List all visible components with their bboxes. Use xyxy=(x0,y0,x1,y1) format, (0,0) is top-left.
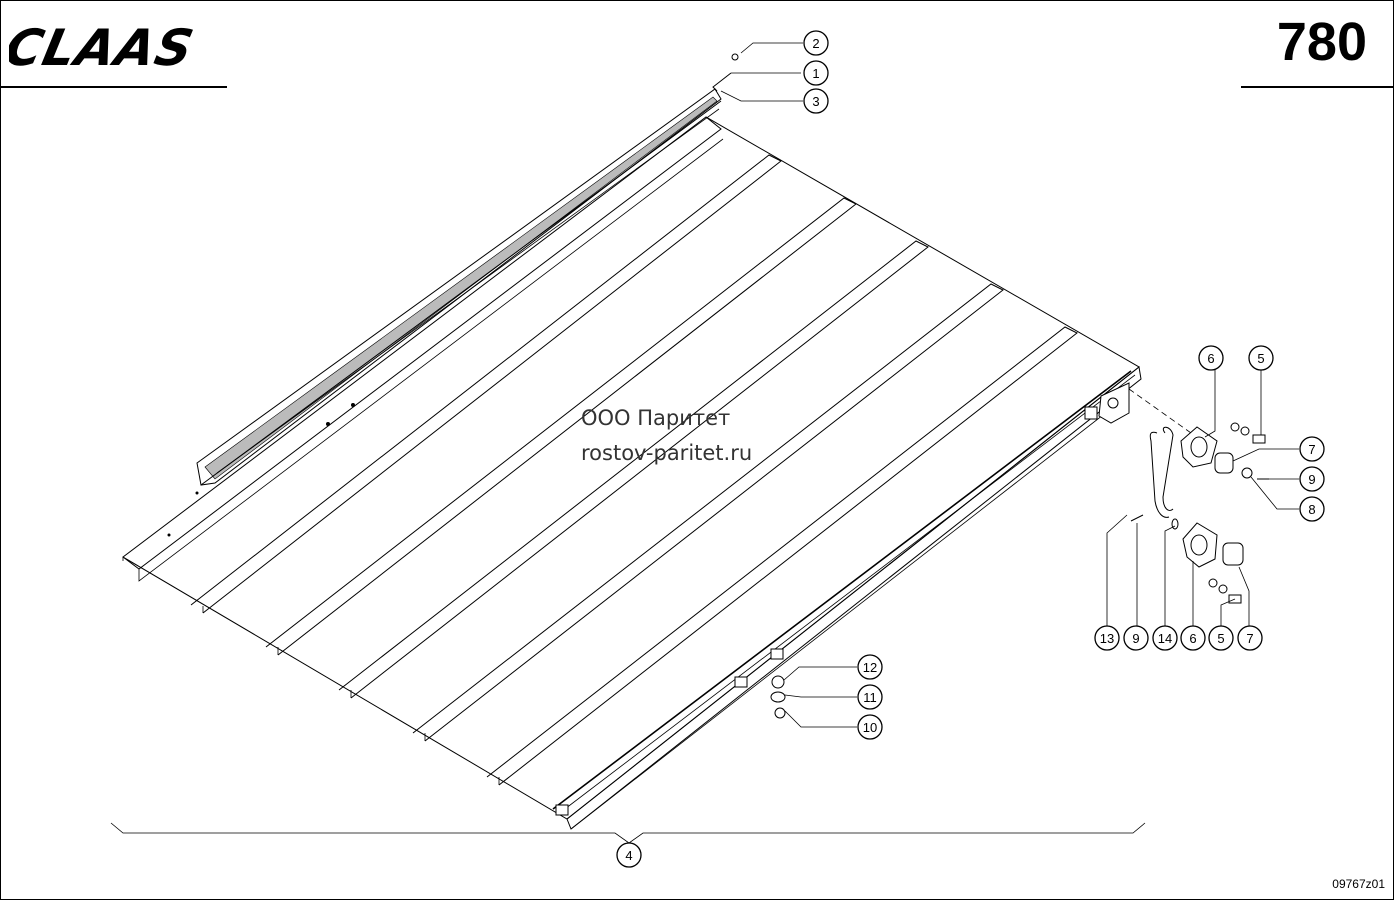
rail-mounts xyxy=(555,382,1130,816)
watermark-company: ООО Паритет xyxy=(581,406,731,430)
part-10 xyxy=(774,707,786,719)
svg-text:12: 12 xyxy=(863,660,877,675)
svg-text:9: 9 xyxy=(1132,631,1139,646)
svg-text:3: 3 xyxy=(812,94,819,109)
callout-10: 10 xyxy=(857,714,883,740)
callout-5-upper: 5 xyxy=(1248,345,1274,371)
panel-steps xyxy=(190,154,1078,786)
brace-part-4 xyxy=(110,822,1146,844)
svg-text:9: 9 xyxy=(1308,472,1315,487)
rod-13 xyxy=(1149,431,1170,518)
svg-text:6: 6 xyxy=(1207,351,1214,366)
svg-text:10: 10 xyxy=(863,720,877,735)
bushing-lower xyxy=(1222,542,1244,566)
grain-pan-panel xyxy=(122,116,1142,830)
callout-5-lower: 5 xyxy=(1208,625,1234,651)
svg-text:7: 7 xyxy=(1308,442,1315,457)
svg-text:13: 13 xyxy=(1100,631,1114,646)
panel-right-channel xyxy=(552,370,1132,810)
header-rule-left xyxy=(1,86,227,88)
step-2 xyxy=(265,197,857,656)
panel-left-rail-edge xyxy=(138,138,724,582)
callout-6-lower: 6 xyxy=(1180,625,1206,651)
callout-7-lower: 7 xyxy=(1237,625,1263,651)
part-12 xyxy=(771,675,785,689)
callout-4: 4 xyxy=(616,842,642,868)
svg-text:8: 8 xyxy=(1308,502,1315,517)
sieve-strip-mesh xyxy=(204,96,718,480)
callout-6-upper: 6 xyxy=(1198,345,1224,371)
callout-14: 14 xyxy=(1152,625,1178,651)
panel-left-rail xyxy=(122,116,722,570)
step-3 xyxy=(338,240,929,699)
watermark: ООО Паритет rostov-paritet.ru xyxy=(581,401,752,471)
callout-8: 8 xyxy=(1299,496,1325,522)
callout-7-upper: 7 xyxy=(1299,436,1325,462)
callout-3: 3 xyxy=(803,88,829,114)
svg-text:4: 4 xyxy=(625,848,632,863)
panel-right-rail xyxy=(566,366,1142,830)
svg-text:5: 5 xyxy=(1257,351,1264,366)
part-11 xyxy=(770,691,786,703)
washer-14 xyxy=(1171,518,1179,530)
ring-8 xyxy=(1241,467,1253,479)
callout-12: 12 xyxy=(857,654,883,680)
svg-text:6: 6 xyxy=(1189,631,1196,646)
callouts: 2 1 3 6 5 7 9 xyxy=(616,30,1325,868)
callout-9-lower: 9 xyxy=(1123,625,1149,651)
brand-logo-text: CLAAS xyxy=(9,19,199,77)
claas-logo: CLAAS xyxy=(9,19,199,77)
svg-text:7: 7 xyxy=(1246,631,1253,646)
svg-text:1: 1 xyxy=(812,66,819,81)
watermark-website: rostov-paritet.ru xyxy=(581,441,753,465)
step-1 xyxy=(190,154,782,614)
page-number: 780 xyxy=(1276,12,1367,72)
drawing-number: 09767z01 xyxy=(1332,877,1385,891)
sieve-strip xyxy=(167,53,739,537)
bolt-upper xyxy=(1252,434,1266,444)
step-5 xyxy=(486,326,1078,786)
svg-text:2: 2 xyxy=(812,36,819,51)
callout-11: 11 xyxy=(857,684,883,710)
header-rule-right xyxy=(1241,86,1393,88)
fastener-1 xyxy=(712,72,732,92)
svg-text:11: 11 xyxy=(863,690,877,705)
pin-9-lower xyxy=(1130,514,1144,522)
callout-2: 2 xyxy=(803,30,829,56)
svg-text:14: 14 xyxy=(1158,631,1172,646)
svg-text:5: 5 xyxy=(1217,631,1224,646)
bushing-upper xyxy=(1214,452,1234,474)
step-4 xyxy=(412,283,1004,742)
callout-9-upper: 9 xyxy=(1299,466,1325,492)
callout-1: 1 xyxy=(803,60,829,86)
part-2-clip xyxy=(731,53,739,61)
mounting-hardware xyxy=(770,388,1269,719)
callout-13: 13 xyxy=(1094,625,1120,651)
